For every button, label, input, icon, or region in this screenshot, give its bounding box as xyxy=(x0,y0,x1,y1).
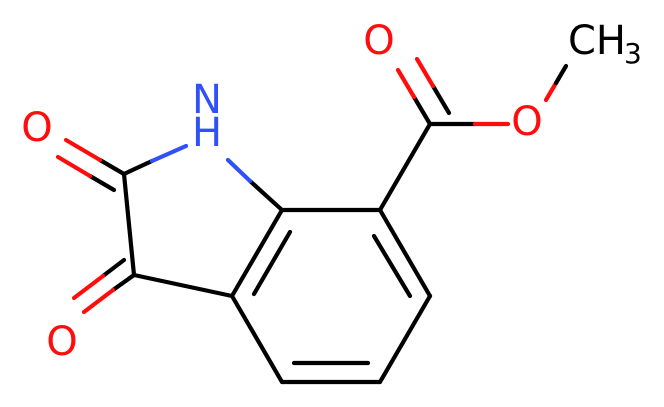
bond-c3a-c7a-inner xyxy=(251,229,293,297)
oxygen-ester-carbonyl: O xyxy=(363,18,394,64)
atom-labels: N H O O O O CH 3 xyxy=(21,18,642,365)
bond-c2-n1-carbon xyxy=(121,158,155,177)
bond-oether-ch3-red xyxy=(543,80,559,103)
nh-label: N H xyxy=(192,77,222,156)
bond-c2-o-red-1 xyxy=(63,137,103,163)
oxygen-c2-carbonyl: O xyxy=(21,105,52,151)
bond-c7-c6 xyxy=(377,207,433,299)
nitrogen-hydrogen: H xyxy=(192,110,222,156)
bond-ccarb-o-red-1 xyxy=(395,67,417,100)
ester-group xyxy=(377,56,569,213)
bond-c3-o-black-1 xyxy=(110,272,137,293)
benzene-ring xyxy=(229,207,433,385)
bond-c7-c6-inner xyxy=(371,233,413,299)
c3-carbonyl xyxy=(71,257,137,315)
bond-c3-o-red-2 xyxy=(71,273,106,301)
c2-carbonyl xyxy=(55,137,127,193)
bond-c2-o-black-2 xyxy=(87,173,117,193)
bond-c3-o-red-1 xyxy=(81,287,116,315)
bond-c3a-c3 xyxy=(131,272,235,299)
bond-c3-o-black-2 xyxy=(100,257,127,279)
pyrrolidine-ring xyxy=(121,143,285,299)
methyl-ch: CH xyxy=(568,18,626,64)
oxygen-ester-ether: O xyxy=(511,99,542,145)
methyl-label: CH 3 xyxy=(568,18,642,70)
bond-oether-ch3-black xyxy=(553,63,569,86)
bond-c3a-c7a xyxy=(229,207,285,299)
bond-ccarb-o-black-1 xyxy=(411,94,433,127)
bond-c7-ccarb xyxy=(377,121,433,213)
methyl-subscript-3: 3 xyxy=(624,37,642,70)
bond-ccarb-o-black-2 xyxy=(430,83,452,116)
bond-c4-c3a xyxy=(229,293,285,385)
bond-c7a-n1-nitrogen xyxy=(225,157,253,184)
bond-c2-o-red-2 xyxy=(55,154,93,179)
bond-c2-n1-nitrogen xyxy=(149,143,189,164)
nitrogen-atom: N xyxy=(192,77,222,123)
bond-c2-o-black-1 xyxy=(97,157,127,177)
bond-c6-c5 xyxy=(377,293,433,385)
bond-c3-c2 xyxy=(121,171,137,278)
bond-c7a-n1-carbon xyxy=(247,178,285,213)
oxygen-c3-carbonyl: O xyxy=(46,319,77,365)
bond-ccarb-o-red-2 xyxy=(414,56,436,89)
